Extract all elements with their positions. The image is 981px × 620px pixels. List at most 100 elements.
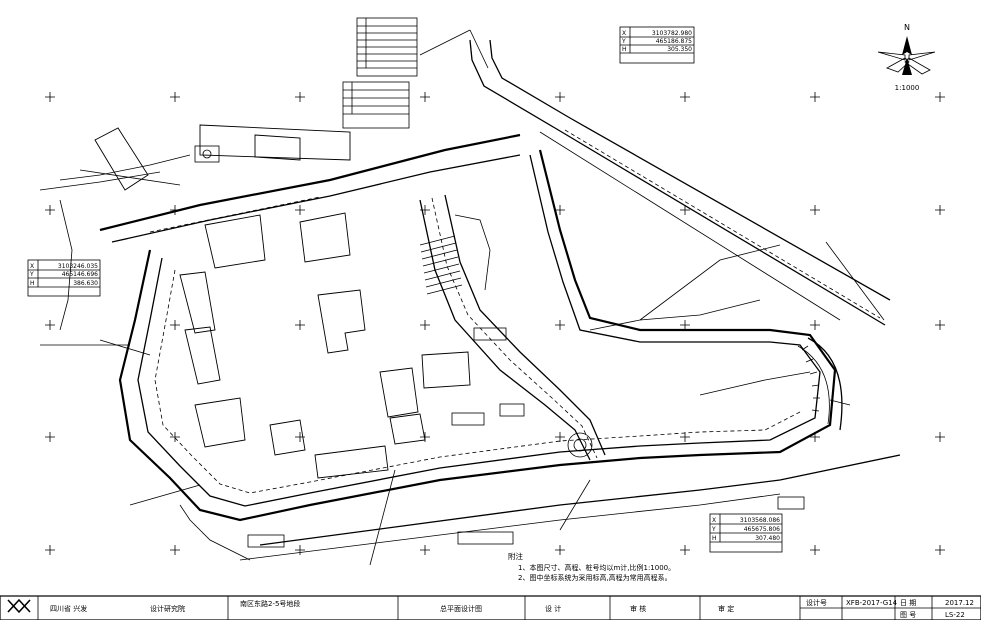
grid-cross [555, 320, 565, 330]
grid-cross [420, 545, 430, 555]
grid-cross [170, 432, 180, 442]
drawing-no-label: 设计号 [806, 598, 827, 607]
svg-text:Y: Y [29, 271, 34, 278]
grid-cross [170, 545, 180, 555]
grid-cross [935, 205, 945, 215]
main-road-north [99, 133, 521, 243]
building-center-south-2 [389, 413, 426, 445]
svg-text:3103782.980: 3103782.980 [652, 30, 692, 37]
building-north-2 [299, 212, 351, 263]
project-name: 南区东路2-5号地段 [240, 599, 300, 608]
grid-cross [810, 320, 820, 330]
svg-text:3103568.086: 3103568.086 [740, 517, 780, 524]
building-south-2 [314, 445, 389, 479]
coord-table-top-right: X 3103782.980 Y 465186.875 H 305.350 [619, 26, 695, 64]
grid-cross [295, 92, 305, 102]
curve-element-table [356, 17, 418, 77]
curve-element-table-2 [342, 81, 410, 129]
grid-cross [45, 432, 55, 442]
grid-cross [295, 320, 305, 330]
grid-cross [680, 92, 690, 102]
building-south-1 [269, 419, 306, 456]
coord-table-bottom-right: X 3103568.086 Y 465675.806 H 307.480 [709, 513, 783, 553]
building-top-strip [199, 124, 351, 161]
svg-text:X: X [622, 30, 626, 37]
grid-cross [810, 92, 820, 102]
note-line-1: 1、本图尺寸、高程、桩号均以m计,比例1:1000。 [518, 563, 675, 572]
grid-cross [45, 205, 55, 215]
grid-cross [295, 545, 305, 555]
building-center [317, 289, 366, 354]
notes-title: 附注 [508, 551, 523, 561]
drawing-no: XFB-2017-G14 [846, 599, 898, 607]
svg-text:Y: Y [711, 526, 716, 533]
sheet-value: LS-22 [945, 611, 965, 619]
sheet-label: 图 号 [900, 611, 916, 619]
coord-table-left: X 3103246.035 Y 465146.696 H 386.630 [27, 259, 101, 297]
note-line-2: 2、图中坐标系统为采用标高,高程为常用高程系。 [518, 573, 672, 582]
grid-cross [680, 545, 690, 555]
grid-cross [45, 320, 55, 330]
grid-cross [295, 432, 305, 442]
grid-cross [680, 320, 690, 330]
grid-cross [420, 92, 430, 102]
building-north-1 [204, 214, 266, 269]
svg-text:3103246.035: 3103246.035 [58, 263, 98, 270]
west-road [39, 127, 191, 346]
svg-text:305.350: 305.350 [667, 46, 692, 53]
grid-cross [935, 545, 945, 555]
grid-cross [295, 205, 305, 215]
parking-area [419, 214, 491, 295]
province-label: 四川省 兴发 [50, 604, 87, 613]
general-notes: 附注 1、本图尺寸、高程、桩号均以m计,比例1:1000。 2、图中坐标系统为采… [508, 551, 675, 582]
building-center-south [379, 367, 419, 418]
svg-text:X: X [30, 263, 34, 270]
grid-cross [555, 545, 565, 555]
south-street [179, 454, 901, 561]
sign-label-review: 审 核 [630, 604, 646, 613]
grid-cross [555, 205, 565, 215]
leader-lines [79, 29, 851, 566]
grid-cross [935, 320, 945, 330]
svg-text:H: H [712, 535, 717, 542]
svg-text:465146.696: 465146.696 [62, 271, 98, 278]
grid-cross [810, 205, 820, 215]
northeast-road [469, 39, 891, 326]
grid-cross [935, 432, 945, 442]
grid-cross [935, 92, 945, 102]
building-west-2 [184, 326, 221, 385]
map-scale: 1:1000 [895, 84, 920, 92]
grid-cross [555, 92, 565, 102]
svg-text:Y: Y [621, 38, 626, 45]
svg-text:386.630: 386.630 [73, 280, 98, 287]
building-west-1 [179, 271, 216, 334]
internal-access-road [419, 194, 606, 461]
institute-logo [7, 598, 31, 614]
north-label: N [904, 23, 910, 32]
grid-cross [170, 320, 180, 330]
sign-label-design: 设 计 [545, 604, 561, 613]
building-southwest [194, 397, 246, 448]
grid-cross [680, 205, 690, 215]
grid-cross [170, 92, 180, 102]
grid-cross [810, 545, 820, 555]
grid-cross [45, 545, 55, 555]
label-boxes [247, 327, 805, 548]
coordinate-grid-crosses [45, 92, 945, 555]
date-label: 日 期 [900, 599, 916, 607]
grid-cross [420, 320, 430, 330]
svg-text:H: H [30, 280, 35, 287]
site-boundary [118, 149, 843, 522]
sign-label-approve: 审 定 [718, 604, 734, 613]
north-arrow: N 1:1000 [877, 23, 936, 92]
buildings [179, 124, 471, 479]
title-block: 四川省 兴发 设计研究院 南区东路2-5号地段 总平面设计图 设 计 审 核 审… [0, 595, 981, 620]
svg-text:X: X [712, 517, 716, 524]
svg-text:H: H [622, 46, 627, 53]
svg-text:307.480: 307.480 [755, 535, 780, 542]
grid-cross [555, 432, 565, 442]
drawing-title: 总平面设计图 [440, 604, 482, 613]
svg-text:465675.806: 465675.806 [744, 526, 780, 533]
institute-name: 设计研究院 [150, 604, 185, 613]
